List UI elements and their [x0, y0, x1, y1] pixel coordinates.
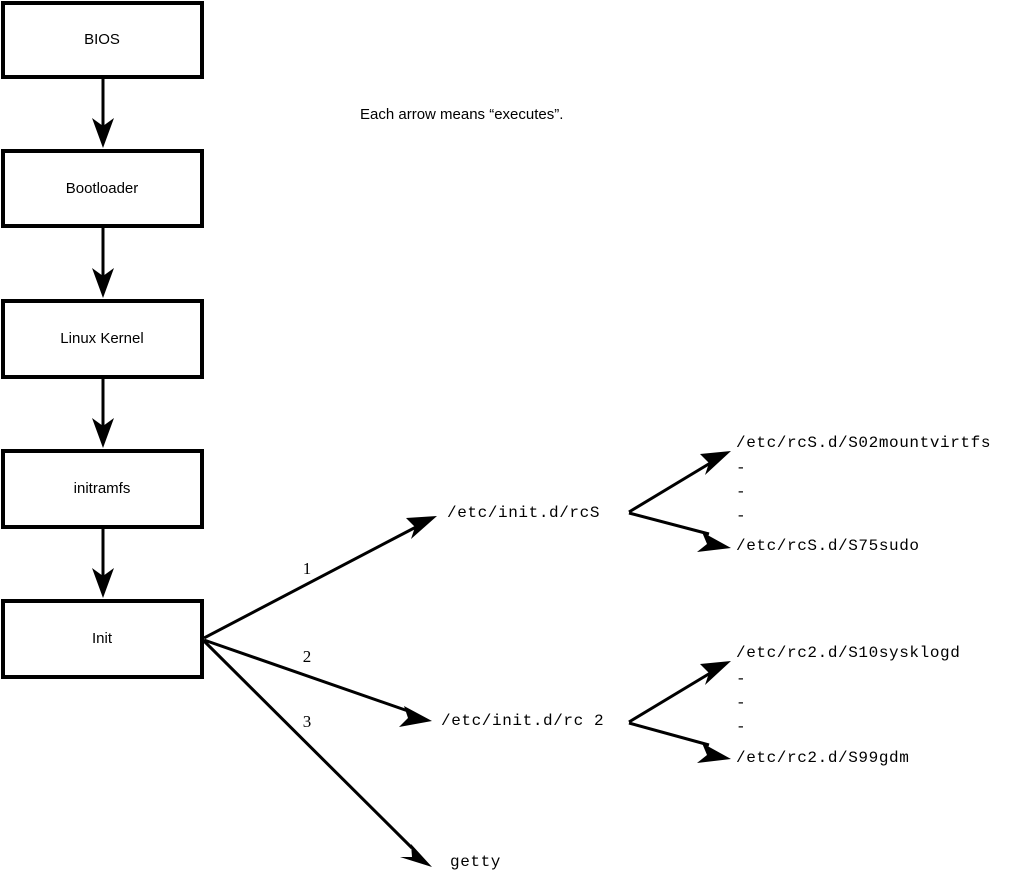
rc2-ellipsis-dash-2: -: [736, 694, 746, 712]
rcs-ellipsis-dash-2: -: [736, 483, 746, 501]
bios-box: [1, 1, 204, 79]
bootloader-box: [1, 149, 204, 228]
arrow-rcs-to-last-script: [628, 511, 731, 552]
initramfs-box: [1, 449, 204, 529]
node-linux-kernel: Linux Kernel: [1, 299, 204, 379]
branch-label-rcs: /etc/init.d/rcS: [447, 504, 600, 522]
init-label: Init: [92, 630, 113, 647]
arrow-initramfs-to-init: [92, 529, 114, 598]
init-box: [1, 599, 204, 679]
arrow-kernel-to-initramfs: [92, 379, 114, 448]
bios-label: BIOS: [84, 31, 120, 48]
rc2-ellipsis-dash-3: -: [736, 718, 746, 736]
arrow-rcs-to-first-script: [628, 451, 731, 514]
arrow-bootloader-to-kernel: [92, 228, 114, 298]
node-bootloader: Bootloader: [1, 149, 204, 228]
arrow-rc2-to-last-script: [628, 721, 731, 763]
arrow-rc2-to-first-script: [628, 661, 731, 724]
rcs-ellipsis-dash-1: -: [736, 459, 746, 477]
branch-number-2: 2: [303, 647, 312, 666]
initramfs-label: initramfs: [74, 480, 131, 497]
diagram-caption: Each arrow means “executes”.: [360, 106, 563, 123]
arrow-init-branch-1: [203, 516, 437, 640]
rc2-ellipsis-dash-1: -: [736, 670, 746, 688]
rcs-ellipsis-dash-3: -: [736, 507, 746, 525]
linux-kernel-box: [1, 299, 204, 379]
rc2-script-last: /etc/rc2.d/S99gdm: [736, 749, 909, 767]
rcs-script-last: /etc/rcS.d/S75sudo: [736, 537, 920, 555]
node-initramfs: initramfs: [1, 449, 204, 529]
node-bios: BIOS: [1, 1, 204, 79]
branch-number-3: 3: [303, 712, 312, 731]
arrow-init-branch-3: [202, 639, 432, 867]
branch-number-1: 1: [303, 559, 312, 578]
branch-label-getty: getty: [450, 853, 501, 871]
branch-label-rc2: /etc/init.d/rc 2: [441, 712, 604, 730]
rc2-script-first: /etc/rc2.d/S10sysklogd: [736, 644, 960, 662]
bootloader-label: Bootloader: [66, 180, 139, 197]
arrow-init-branch-2: [203, 638, 432, 727]
rcs-script-first: /etc/rcS.d/S02mountvirtfs: [736, 434, 991, 452]
node-init: Init: [1, 599, 204, 679]
linux-kernel-label: Linux Kernel: [60, 330, 143, 347]
arrow-bios-to-bootloader: [92, 79, 114, 148]
